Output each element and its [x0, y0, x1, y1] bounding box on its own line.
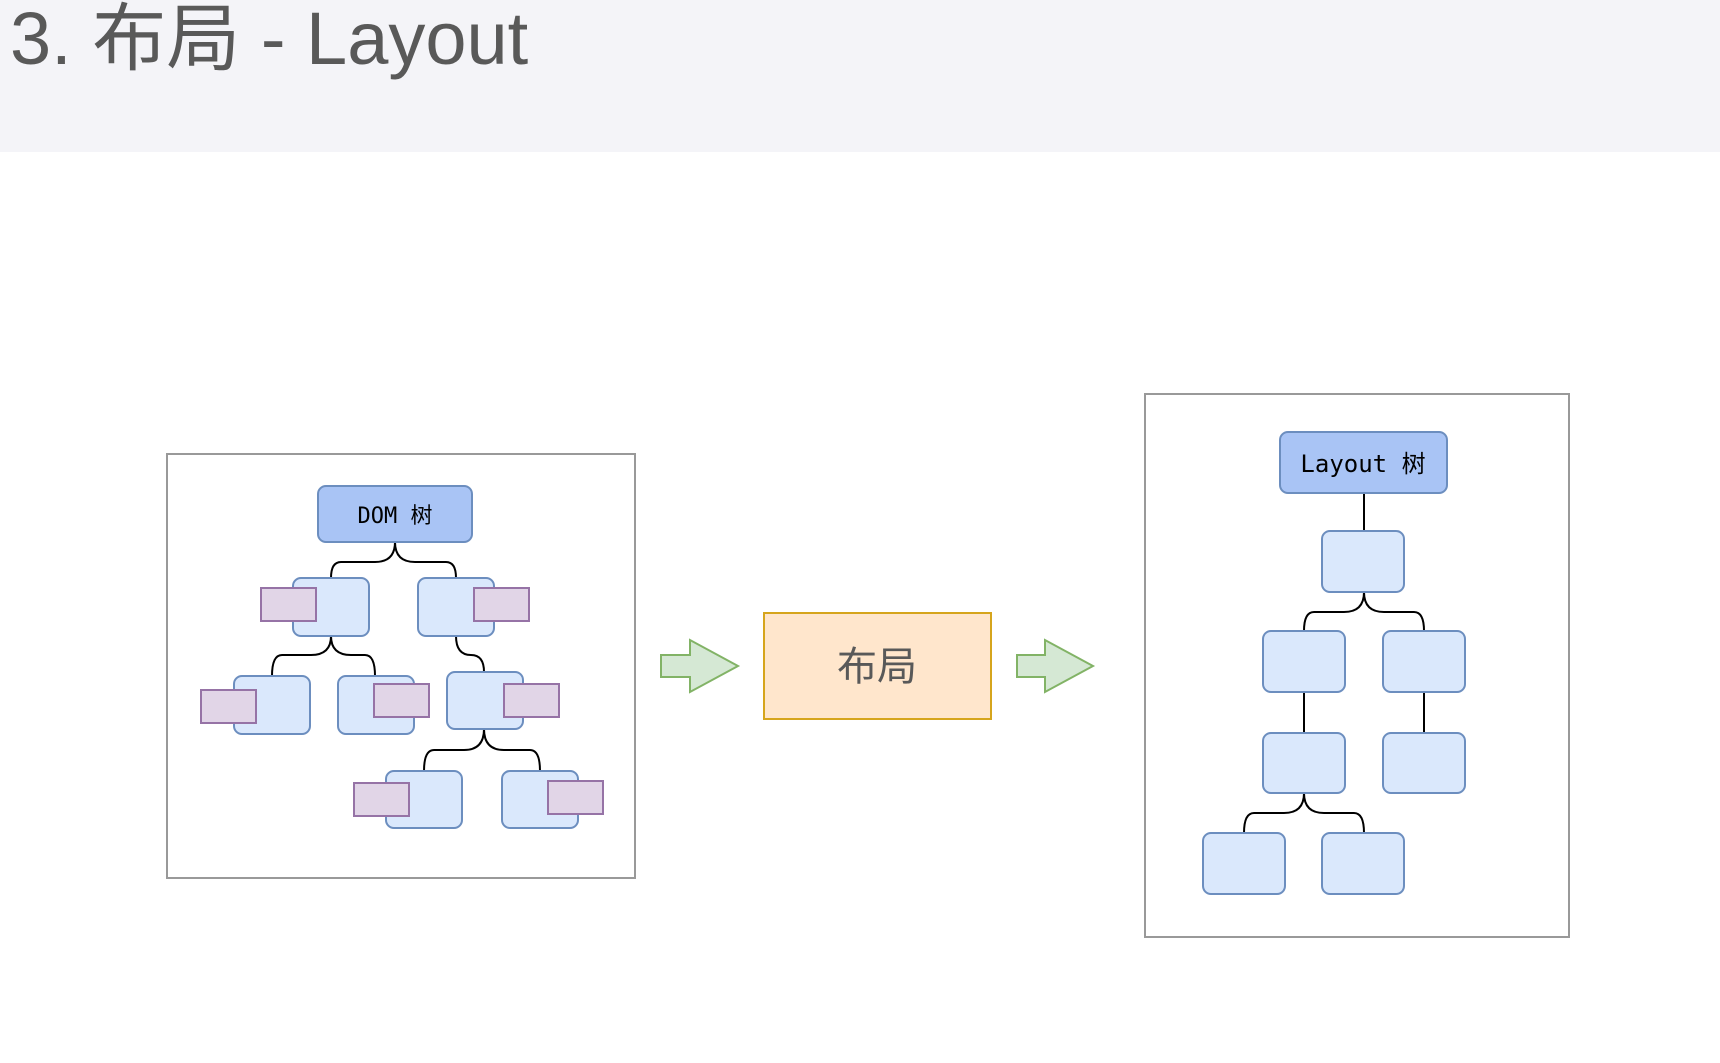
style-box — [200, 689, 257, 724]
style-box — [503, 683, 560, 718]
header-bar: 3. 布局 - Layout — [0, 0, 1720, 152]
style-box — [473, 587, 530, 622]
layout-node — [1382, 630, 1466, 693]
dom-style-boxes — [200, 587, 604, 817]
layout-tree-label: Layout 树 — [1300, 450, 1425, 478]
flow-arrow-2 — [1016, 638, 1096, 694]
dom-tree-root-node: DOM 树 — [317, 485, 473, 543]
layout-node — [1202, 832, 1286, 895]
style-box — [353, 782, 410, 817]
layout-node — [1321, 530, 1405, 593]
layout-tree-nodes: Layout 树 — [1202, 431, 1466, 895]
dom-tree-connectors — [271, 541, 541, 772]
layout-tree-root-node: Layout 树 — [1279, 431, 1448, 494]
layout-node — [1382, 732, 1466, 794]
layout-tree-connectors — [1243, 493, 1425, 834]
style-box — [260, 587, 317, 622]
style-box — [373, 683, 430, 718]
layout-node — [1321, 832, 1405, 895]
layout-node — [1262, 732, 1346, 794]
layout-node — [1262, 630, 1346, 693]
dom-tree-label: DOM 树 — [358, 504, 433, 529]
process-label: 布局 — [837, 644, 917, 690]
layout-process-box: 布局 — [763, 612, 992, 720]
page-title: 3. 布局 - Layout — [10, 0, 529, 80]
flow-arrow-1 — [660, 638, 741, 694]
style-box — [547, 780, 604, 815]
